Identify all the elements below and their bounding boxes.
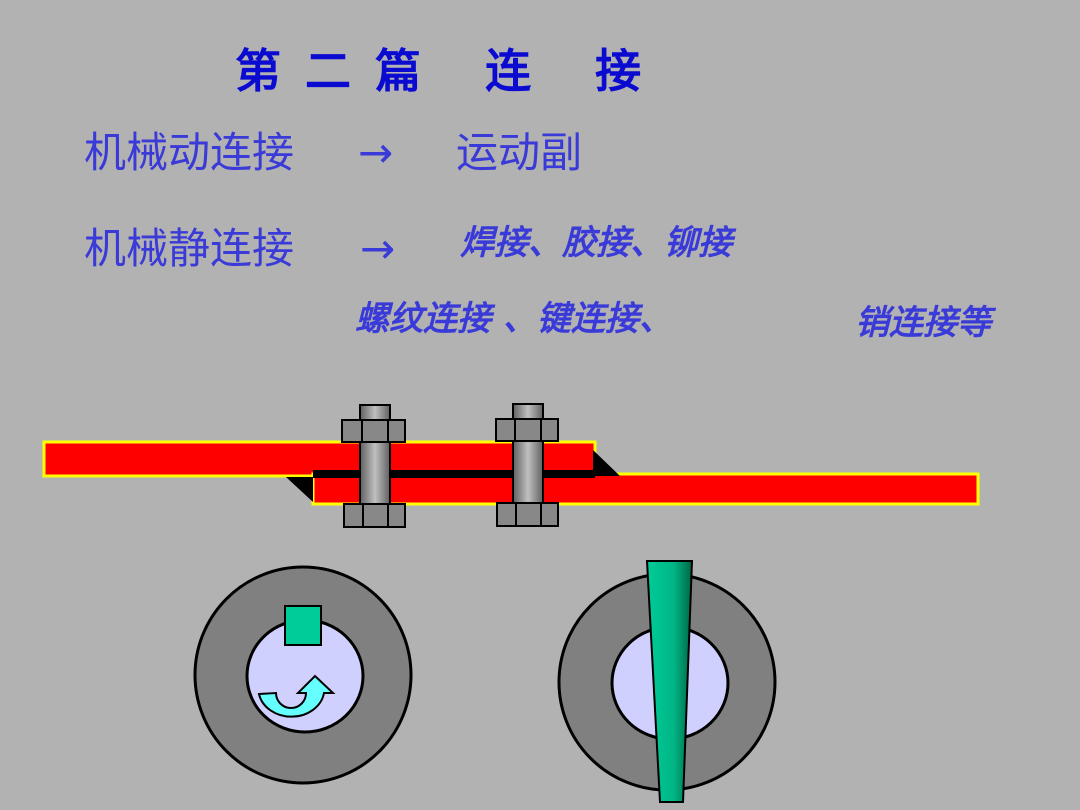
bolt-1: [341, 404, 406, 528]
lower-plate: [311, 472, 980, 506]
dynamic-connection-label: 机械动连接: [84, 128, 295, 177]
arrow-1: →: [358, 128, 394, 177]
taper-pin: [645, 560, 694, 803]
bolted-plates: [42, 403, 980, 528]
bolt-2: [495, 403, 559, 527]
pin-connection: [557, 560, 777, 803]
key-connection: [193, 565, 413, 785]
plate-gap: [313, 470, 595, 478]
static-types-line1: 焊接、胶接、铆接: [460, 223, 732, 263]
static-types-line2: 螺纹连接 、键连接、: [355, 299, 673, 339]
rotation-arrow-icon: [257, 674, 336, 718]
static-types-line2-end: 销连接等: [855, 303, 991, 343]
arrow-2: →: [360, 224, 396, 273]
kinematic-pair-label: 运动副: [456, 128, 583, 177]
slide-title: 第 二 篇 连 接: [235, 44, 646, 98]
static-connection-label: 机械静连接: [84, 224, 295, 273]
